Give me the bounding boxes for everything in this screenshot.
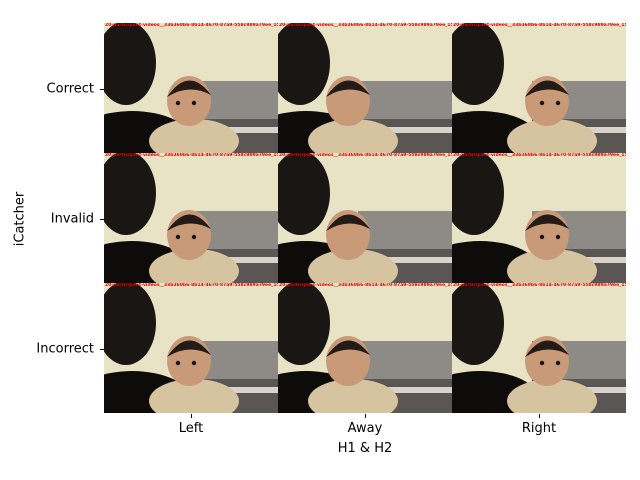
- frame-image: [452, 23, 626, 153]
- col-label-right: Right: [521, 421, 557, 436]
- frame-caption: 20-participant-videos__33b360b6-8b14-467…: [453, 153, 626, 158]
- video-frame: 20-participant-videos__33b360b6-8b14-467…: [452, 23, 626, 153]
- video-frame: 20-participant-videos__33b360b6-8b14-467…: [104, 283, 278, 413]
- row-label-correct: Correct: [46, 81, 94, 97]
- frame-caption: 20-participant-videos__33b360b6-8b14-467…: [453, 23, 626, 28]
- video-frame: 20-participant-videos__33b360b6-8b14-467…: [452, 283, 626, 413]
- frame-caption: 20-participant-videos__33b360b6-8b14-467…: [279, 23, 452, 28]
- frame-caption: 20-participant-videos__33b360b6-8b14-467…: [105, 283, 278, 288]
- video-frame: 20-participant-videos__33b360b6-8b14-467…: [104, 23, 278, 153]
- frame-image: [278, 283, 452, 413]
- y-tick-mark: [100, 349, 104, 350]
- frame-image: [278, 23, 452, 153]
- row-label-incorrect: Incorrect: [36, 341, 94, 357]
- video-frame: 20-participant-videos__33b360b6-8b14-467…: [278, 23, 452, 153]
- x-tick-mark: [365, 414, 366, 418]
- frame-image: [104, 153, 278, 283]
- video-frame: 20-participant-videos__33b360b6-8b14-467…: [104, 153, 278, 283]
- row-label-invalid: Invalid: [50, 211, 94, 227]
- x-axis-label: H1 & H2: [337, 441, 393, 456]
- frame-image: [452, 283, 626, 413]
- frame-caption: 20-participant-videos__33b360b6-8b14-467…: [105, 23, 278, 28]
- frame-image: [104, 283, 278, 413]
- y-axis-label: iCatcher: [12, 191, 28, 247]
- frame-caption: 20-participant-videos__33b360b6-8b14-467…: [105, 153, 278, 158]
- col-label-left: Left: [178, 421, 204, 436]
- frame-image: [452, 153, 626, 283]
- frame-caption: 20-participant-videos__33b360b6-8b14-467…: [453, 283, 626, 288]
- x-tick-mark: [191, 414, 192, 418]
- col-label-away: Away: [347, 421, 383, 436]
- x-tick-mark: [539, 414, 540, 418]
- y-tick-mark: [100, 89, 104, 90]
- image-grid: 20-participant-videos__33b360b6-8b14-467…: [104, 23, 626, 414]
- video-frame: 20-participant-videos__33b360b6-8b14-467…: [452, 153, 626, 283]
- frame-image: [104, 23, 278, 153]
- video-frame: 20-participant-videos__33b360b6-8b14-467…: [278, 283, 452, 413]
- video-frame: 20-participant-videos__33b360b6-8b14-467…: [278, 153, 452, 283]
- frame-image: [278, 153, 452, 283]
- y-tick-mark: [100, 219, 104, 220]
- frame-caption: 20-participant-videos__33b360b6-8b14-467…: [279, 283, 452, 288]
- frame-caption: 20-participant-videos__33b360b6-8b14-467…: [279, 153, 452, 158]
